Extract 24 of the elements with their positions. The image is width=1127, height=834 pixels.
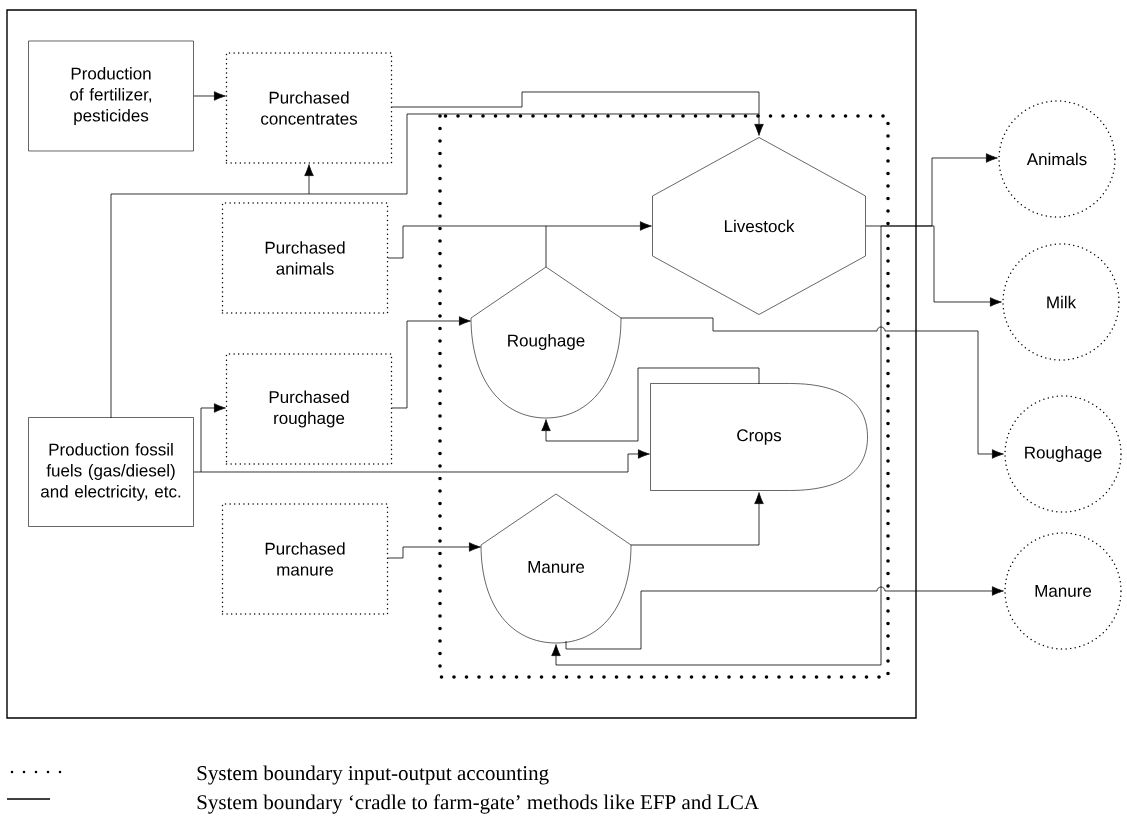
arrow — [565, 586, 1004, 650]
dotted-box: Purchased animals — [221, 202, 389, 314]
arrow — [754, 113, 764, 136]
arrow — [630, 492, 764, 546]
hexagon-box: Livestock — [652, 137, 866, 315]
rounded-box: Crops — [650, 383, 868, 491]
arrow — [304, 164, 314, 195]
arrow — [541, 367, 760, 442]
process-box: Production of fertilizer, pesticides — [28, 40, 194, 152]
dotted-box: Purchased manure — [221, 503, 389, 615]
dotted-box: Purchased roughage — [225, 353, 393, 465]
arrow — [545, 221, 652, 231]
legend-text: System boundary ‘cradle to farm-gate’ methods like EFP and LCA — [197, 794, 759, 814]
dotted-box: Purchased concentrates — [225, 52, 393, 164]
arrow — [620, 317, 1004, 459]
arrow — [387, 542, 481, 559]
arrow — [391, 316, 471, 409]
process-box: Production fossil fuels (gas/diesel) and electricity, etc. — [28, 417, 194, 527]
arrow — [551, 225, 882, 666]
legend-text: System boundary input-output accounting — [197, 765, 549, 785]
arrow — [880, 225, 1002, 307]
arrow — [200, 449, 650, 473]
arrow — [200, 403, 226, 473]
arrow — [193, 91, 226, 101]
